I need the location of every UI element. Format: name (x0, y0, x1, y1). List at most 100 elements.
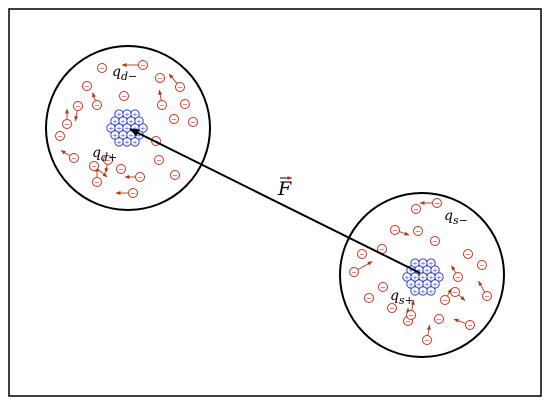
minus-sign: − (359, 251, 365, 259)
negative-charge: − (121, 60, 148, 70)
plus-sign: + (420, 273, 425, 281)
negative-charge: − (411, 204, 421, 214)
negative-charge: − (115, 188, 138, 198)
negative-charge: − (413, 226, 423, 236)
negative-charge: − (55, 131, 65, 141)
negative-charge: − (434, 314, 444, 324)
negative-charge: − (364, 293, 374, 303)
plus-sign: + (140, 124, 145, 132)
velocity-arrow (92, 92, 96, 101)
minus-sign: − (366, 295, 372, 303)
force-vector-label: F (277, 178, 292, 200)
velocity-arrow (458, 294, 466, 301)
minus-sign: − (91, 163, 97, 171)
plus-sign: + (128, 117, 133, 125)
positive-charge: + (114, 137, 124, 147)
minus-sign: − (182, 101, 188, 109)
plus-sign: + (428, 259, 433, 267)
negative-charge: − (170, 170, 180, 180)
velocity-arrow (447, 288, 452, 296)
minus-sign: − (479, 262, 485, 270)
velocity-arrow (60, 150, 70, 156)
negative-charge: − (453, 318, 475, 330)
negative-charge: − (89, 161, 108, 178)
negative-charge: − (180, 99, 190, 109)
plus-sign: + (416, 266, 421, 274)
minus-sign: − (434, 200, 440, 208)
velocity-arrow (168, 73, 178, 84)
minus-sign: − (84, 83, 90, 91)
plus-sign: + (436, 273, 441, 281)
positive-charge: + (418, 258, 428, 268)
positive-charge: + (426, 272, 436, 282)
negative-charge: − (430, 236, 440, 246)
cloud-s-boundary (339, 192, 505, 358)
negative-charge: − (119, 91, 129, 101)
plus-sign: + (432, 280, 437, 288)
plus-sign: + (424, 280, 429, 288)
plus-sign: + (116, 124, 121, 132)
negative-charge: − (92, 92, 102, 110)
minus-sign: − (455, 274, 461, 282)
velocity-arrow (104, 164, 109, 174)
plus-sign: + (432, 266, 437, 274)
negative-charge: − (188, 117, 198, 127)
minus-sign: − (465, 251, 471, 259)
plus-sign: + (112, 131, 117, 139)
plus-sign: + (116, 138, 121, 146)
velocity-arrow (74, 110, 79, 122)
negative-charge: − (450, 287, 466, 301)
positive-charge: + (118, 130, 128, 140)
negative-charge: − (422, 324, 432, 345)
minus-sign: − (157, 75, 163, 83)
negative-charge: − (349, 261, 373, 277)
minus-sign: − (452, 289, 458, 297)
minus-sign: − (432, 238, 438, 246)
velocity-arrow (451, 265, 456, 273)
plus-sign: + (408, 280, 413, 288)
positive-charge: + (138, 123, 148, 133)
label-q-s-plus: qs+ (390, 288, 414, 307)
velocity-arrow (358, 261, 373, 270)
negative-charge: − (463, 249, 473, 259)
minus-sign: − (392, 227, 398, 235)
plus-sign: + (408, 266, 413, 274)
negative-charge: − (390, 225, 410, 236)
minus-sign: − (351, 269, 357, 277)
minus-sign: − (379, 246, 385, 254)
minus-sign: − (171, 116, 177, 124)
velocity-arrow (410, 299, 415, 311)
minus-sign: − (190, 119, 196, 127)
negative-charge: − (62, 108, 72, 129)
plus-sign: + (112, 117, 117, 125)
minus-sign: − (415, 228, 421, 236)
positive-charge: + (434, 272, 444, 282)
minus-sign: − (94, 179, 100, 187)
minus-sign: − (156, 157, 162, 165)
minus-sign: − (413, 206, 419, 214)
outer-frame (8, 8, 542, 397)
plus-sign: + (132, 110, 137, 118)
plus-sign: + (424, 266, 429, 274)
plus-sign: + (116, 110, 121, 118)
positive-charge: + (130, 109, 140, 119)
negative-charge: − (169, 114, 179, 124)
negative-charge: − (168, 73, 185, 92)
negative-charge: − (440, 288, 452, 305)
plus-sign: + (108, 124, 113, 132)
minus-sign: − (436, 316, 442, 324)
positive-charge: + (418, 286, 428, 296)
minus-sign: − (94, 102, 100, 110)
negative-charge: − (378, 282, 388, 292)
negative-charge: − (357, 249, 367, 259)
positive-charge: + (134, 116, 144, 126)
velocity-arrow (426, 324, 431, 336)
negative-charge: − (154, 155, 164, 165)
velocity-arrow (158, 89, 163, 101)
plus-sign: + (136, 117, 141, 125)
plus-sign: + (428, 273, 433, 281)
plus-sign: + (420, 287, 425, 295)
negative-charge: − (419, 198, 442, 208)
positive-charge: + (410, 272, 420, 282)
